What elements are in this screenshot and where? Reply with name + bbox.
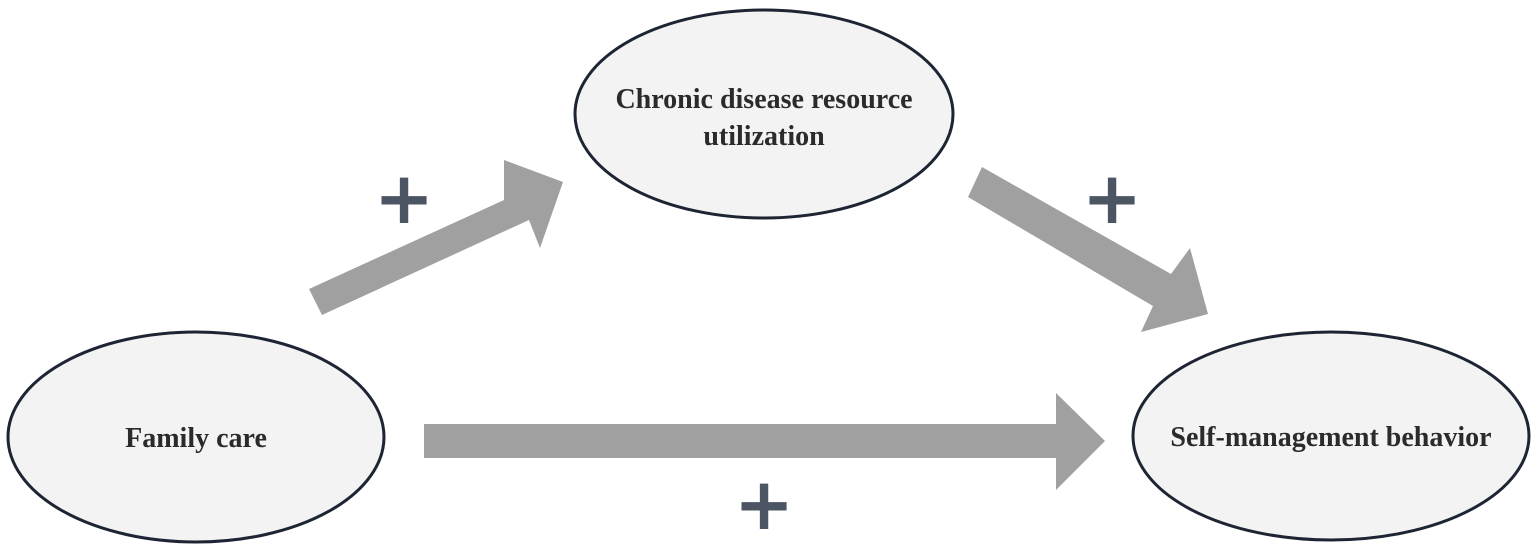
node-ellipse	[6, 330, 386, 544]
node-ellipse	[573, 8, 955, 220]
arrow-family-to-self	[424, 393, 1105, 490]
node-self-management-behavior: Self-management behavior	[1131, 330, 1531, 542]
plus-sign-family-to-resource: +	[374, 156, 434, 240]
arrow-family-to-resource	[309, 160, 563, 315]
node-label-line-1: Chronic disease resource	[615, 84, 912, 115]
node-label-line-2: utilization	[703, 121, 825, 152]
node-family-care: Family care	[6, 330, 386, 544]
node-label: Self-management behavior	[1170, 422, 1491, 453]
node-chronic-disease-resource-utilization: Chronic disease resource utilization	[573, 8, 955, 220]
node-label: Family care	[125, 423, 267, 454]
plus-sign-family-to-self: +	[734, 462, 794, 546]
arrow-resource-to-self	[968, 167, 1208, 332]
node-ellipse	[1131, 330, 1531, 542]
plus-sign-resource-to-self: +	[1082, 156, 1142, 240]
